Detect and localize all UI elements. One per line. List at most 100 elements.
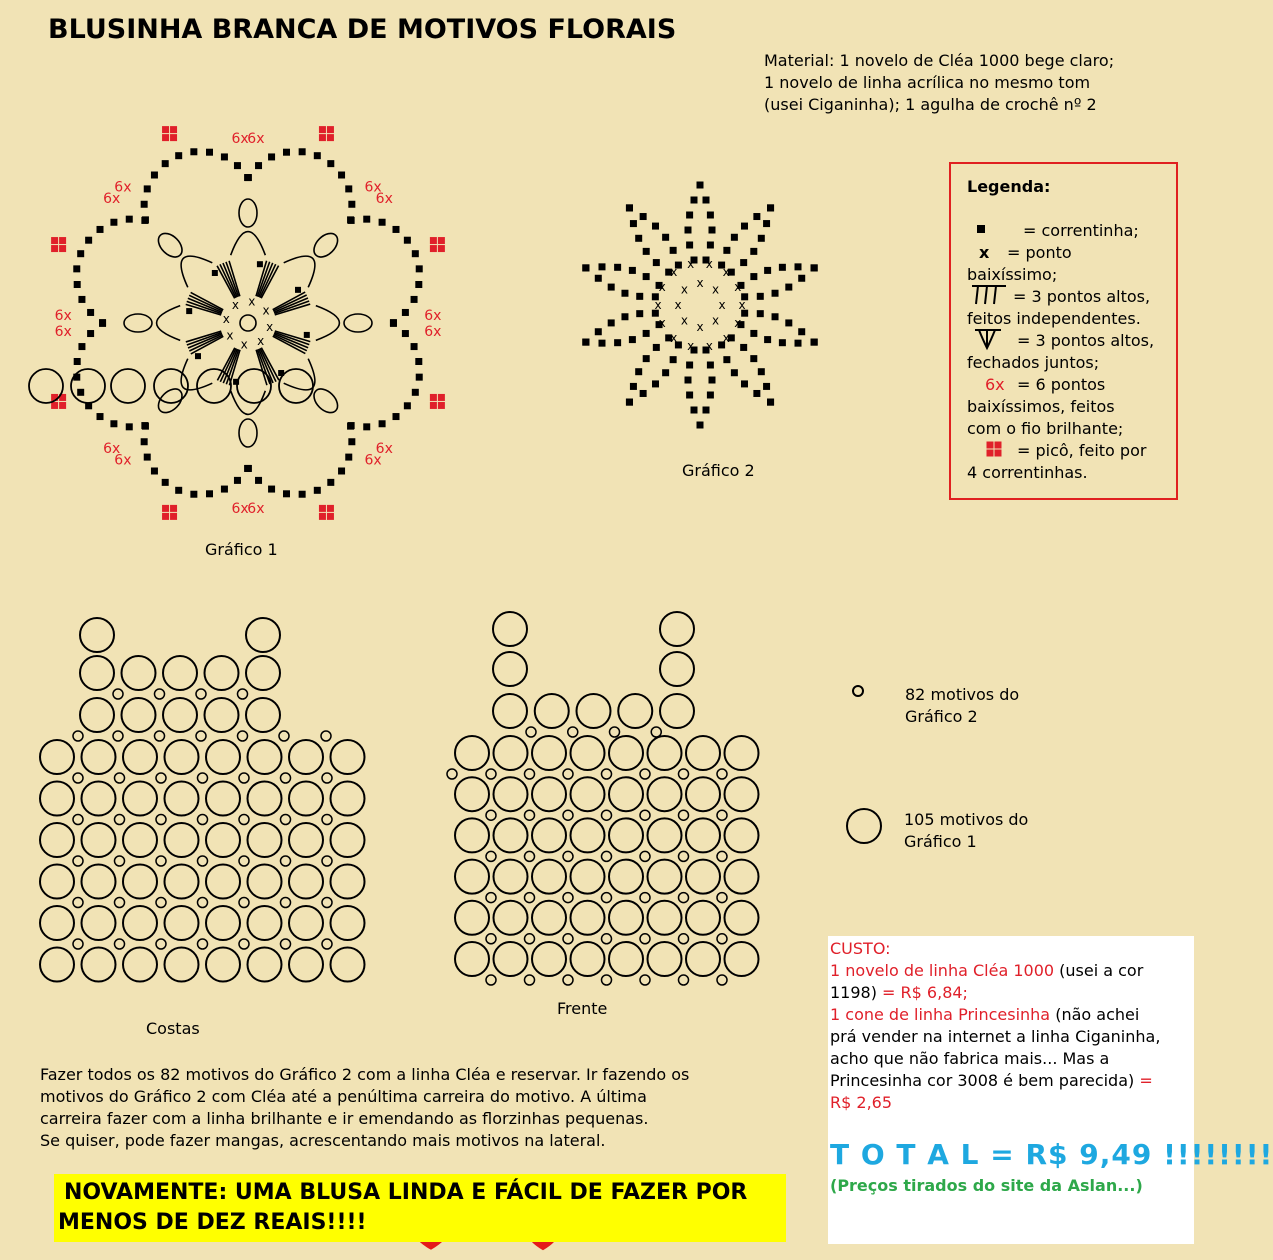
large-motif bbox=[685, 858, 721, 895]
chain-stitch bbox=[282, 490, 290, 498]
double-crochet-stitch bbox=[272, 334, 308, 352]
small-motif bbox=[113, 772, 126, 784]
stitch-loop bbox=[156, 304, 181, 342]
motif-count-symbols bbox=[846, 685, 882, 844]
large-motif bbox=[122, 946, 158, 983]
small-motif bbox=[523, 933, 536, 945]
picot-stitch bbox=[318, 512, 326, 520]
chain-stitch bbox=[702, 406, 710, 414]
chain-stitch bbox=[686, 211, 694, 219]
small-motif bbox=[716, 891, 728, 904]
chain-stitch bbox=[186, 308, 193, 315]
chain-stitch bbox=[625, 204, 633, 212]
large-motif bbox=[163, 946, 200, 983]
picot-stitch bbox=[326, 134, 334, 142]
picot-stitch bbox=[162, 126, 170, 134]
large-motif bbox=[205, 822, 241, 858]
chain-stitch bbox=[594, 328, 602, 336]
large-motif bbox=[288, 739, 324, 775]
cost-item1-line2: 1198) = R$ 6,84; bbox=[830, 982, 968, 1004]
large-motif bbox=[492, 776, 529, 813]
small-motif bbox=[600, 974, 613, 986]
picot-stitch bbox=[326, 504, 334, 512]
small-motif bbox=[677, 809, 690, 821]
large-motif bbox=[685, 776, 721, 813]
chain-stitch bbox=[87, 330, 95, 338]
single-stitch-x: x bbox=[712, 282, 719, 296]
chain-stitch bbox=[110, 420, 118, 428]
chain-stitch bbox=[85, 402, 93, 410]
small-motif bbox=[238, 813, 250, 826]
chain-stitch bbox=[763, 382, 771, 390]
cost-item1: 1 novelo de linha Cléa 1000 (usei a cor bbox=[830, 960, 1143, 982]
small-motif bbox=[639, 809, 651, 821]
stitch-loop bbox=[229, 390, 267, 415]
large-motif bbox=[163, 739, 200, 775]
label-6x: 6x bbox=[232, 501, 249, 517]
large-motif bbox=[492, 899, 529, 936]
count-large-line1: 105 motivos do bbox=[904, 810, 1029, 829]
large-motif bbox=[454, 776, 490, 813]
chain-stitch bbox=[767, 398, 775, 406]
chain-stitch bbox=[233, 476, 241, 484]
label-6x: 6x bbox=[424, 308, 441, 324]
small-motif bbox=[639, 891, 651, 904]
chain-stitch bbox=[77, 250, 85, 258]
chain-stitch bbox=[810, 264, 818, 272]
large-motif bbox=[723, 941, 760, 977]
small-motif bbox=[155, 813, 167, 826]
chain-stitch bbox=[785, 283, 793, 291]
joined-motif-circle bbox=[278, 368, 314, 404]
large-motif bbox=[80, 822, 117, 858]
large-motif bbox=[659, 611, 695, 647]
chain-stitch bbox=[410, 343, 418, 351]
picot-stitch bbox=[429, 393, 437, 401]
small-motif bbox=[485, 768, 497, 780]
large-motif bbox=[454, 817, 490, 854]
double-crochet-stitch bbox=[222, 262, 238, 298]
large-motif bbox=[245, 655, 281, 691]
chain-stitch bbox=[740, 259, 748, 267]
material-line: Material: 1 novelo de Cléa 1000 bege cla… bbox=[764, 51, 1115, 70]
small-motif bbox=[72, 730, 84, 742]
chain-stitch bbox=[764, 266, 772, 274]
chain-stitch bbox=[690, 346, 698, 354]
small-motif bbox=[485, 891, 497, 904]
chain-stitch bbox=[347, 422, 355, 430]
chain-stitch bbox=[268, 485, 276, 493]
chain-stitch bbox=[629, 220, 637, 228]
chain-stitch bbox=[190, 490, 198, 498]
chain-stitch bbox=[594, 274, 602, 282]
small-motif bbox=[716, 809, 728, 821]
chain-stitch bbox=[652, 343, 660, 351]
large-motif bbox=[79, 655, 115, 691]
large-motif bbox=[39, 739, 75, 775]
double-crochet-stitch bbox=[993, 285, 997, 305]
large-motif bbox=[80, 739, 117, 775]
large-motif bbox=[454, 941, 490, 977]
single-stitch-x: x bbox=[734, 316, 741, 330]
chain-stitch bbox=[785, 319, 793, 327]
double-crochet-stitch bbox=[185, 303, 222, 316]
chain-stitch bbox=[347, 216, 355, 224]
chain-stitch bbox=[87, 308, 95, 316]
small-motif bbox=[677, 768, 690, 780]
cost-item1-name: 1 novelo de linha Cléa 1000 bbox=[830, 961, 1055, 980]
cost-item2-price: R$ 2,65 bbox=[830, 1093, 893, 1112]
double-crochet-stitch bbox=[186, 300, 222, 315]
chain-stitch bbox=[706, 361, 714, 369]
single-stitch-x: x bbox=[266, 320, 273, 334]
chain-stitch bbox=[403, 236, 411, 244]
large-motif bbox=[659, 693, 695, 729]
chain-stitch bbox=[794, 339, 802, 347]
single-stitch-x: x bbox=[670, 331, 677, 345]
large-motif bbox=[288, 863, 324, 900]
chain-stitch-symbol bbox=[977, 225, 985, 233]
double-crochet-stitch bbox=[190, 335, 224, 355]
legend-line: com o fio brilhante; bbox=[967, 419, 1124, 438]
legend-line: = 3 pontos altos, bbox=[1013, 287, 1151, 306]
large-motif bbox=[646, 899, 683, 936]
single-stitch-x: x bbox=[226, 329, 233, 343]
legend-line: baixíssimos, feitos bbox=[967, 397, 1115, 416]
chain-stitch bbox=[665, 334, 673, 342]
